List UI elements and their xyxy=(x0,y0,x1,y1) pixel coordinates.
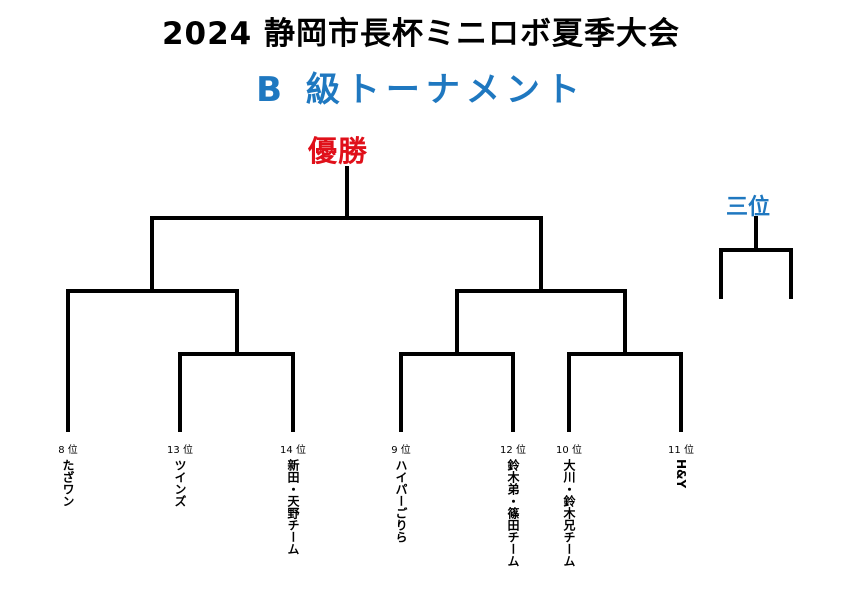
team-name: 鈴木弟・篠田チーム xyxy=(506,459,520,567)
team-name: ハイパーごりら xyxy=(394,459,408,543)
team-rank: 12 位 xyxy=(500,445,526,456)
team-rank: 9 位 xyxy=(391,445,411,456)
team-rank: 11 位 xyxy=(668,445,694,456)
team-name: 大川・鈴木兄チーム xyxy=(562,459,576,567)
team-name: H&Y xyxy=(674,459,688,489)
team-name: ツインズ xyxy=(173,459,187,507)
third-place-label: 三位 xyxy=(726,195,771,220)
team-rank: 13 位 xyxy=(167,445,193,456)
bracket-subtitle: B 級トーナメント xyxy=(256,70,586,110)
champion-label: 優勝 xyxy=(308,134,369,168)
team-name: 新田・天野チーム xyxy=(286,459,300,555)
team-rank: 10 位 xyxy=(556,445,582,456)
team-rank: 8 位 xyxy=(58,445,78,456)
team-name: たざワン xyxy=(61,459,75,507)
page-title: 2024 静岡市長杯ミニロボ夏季大会 xyxy=(161,16,681,52)
team-rank: 14 位 xyxy=(280,445,306,456)
